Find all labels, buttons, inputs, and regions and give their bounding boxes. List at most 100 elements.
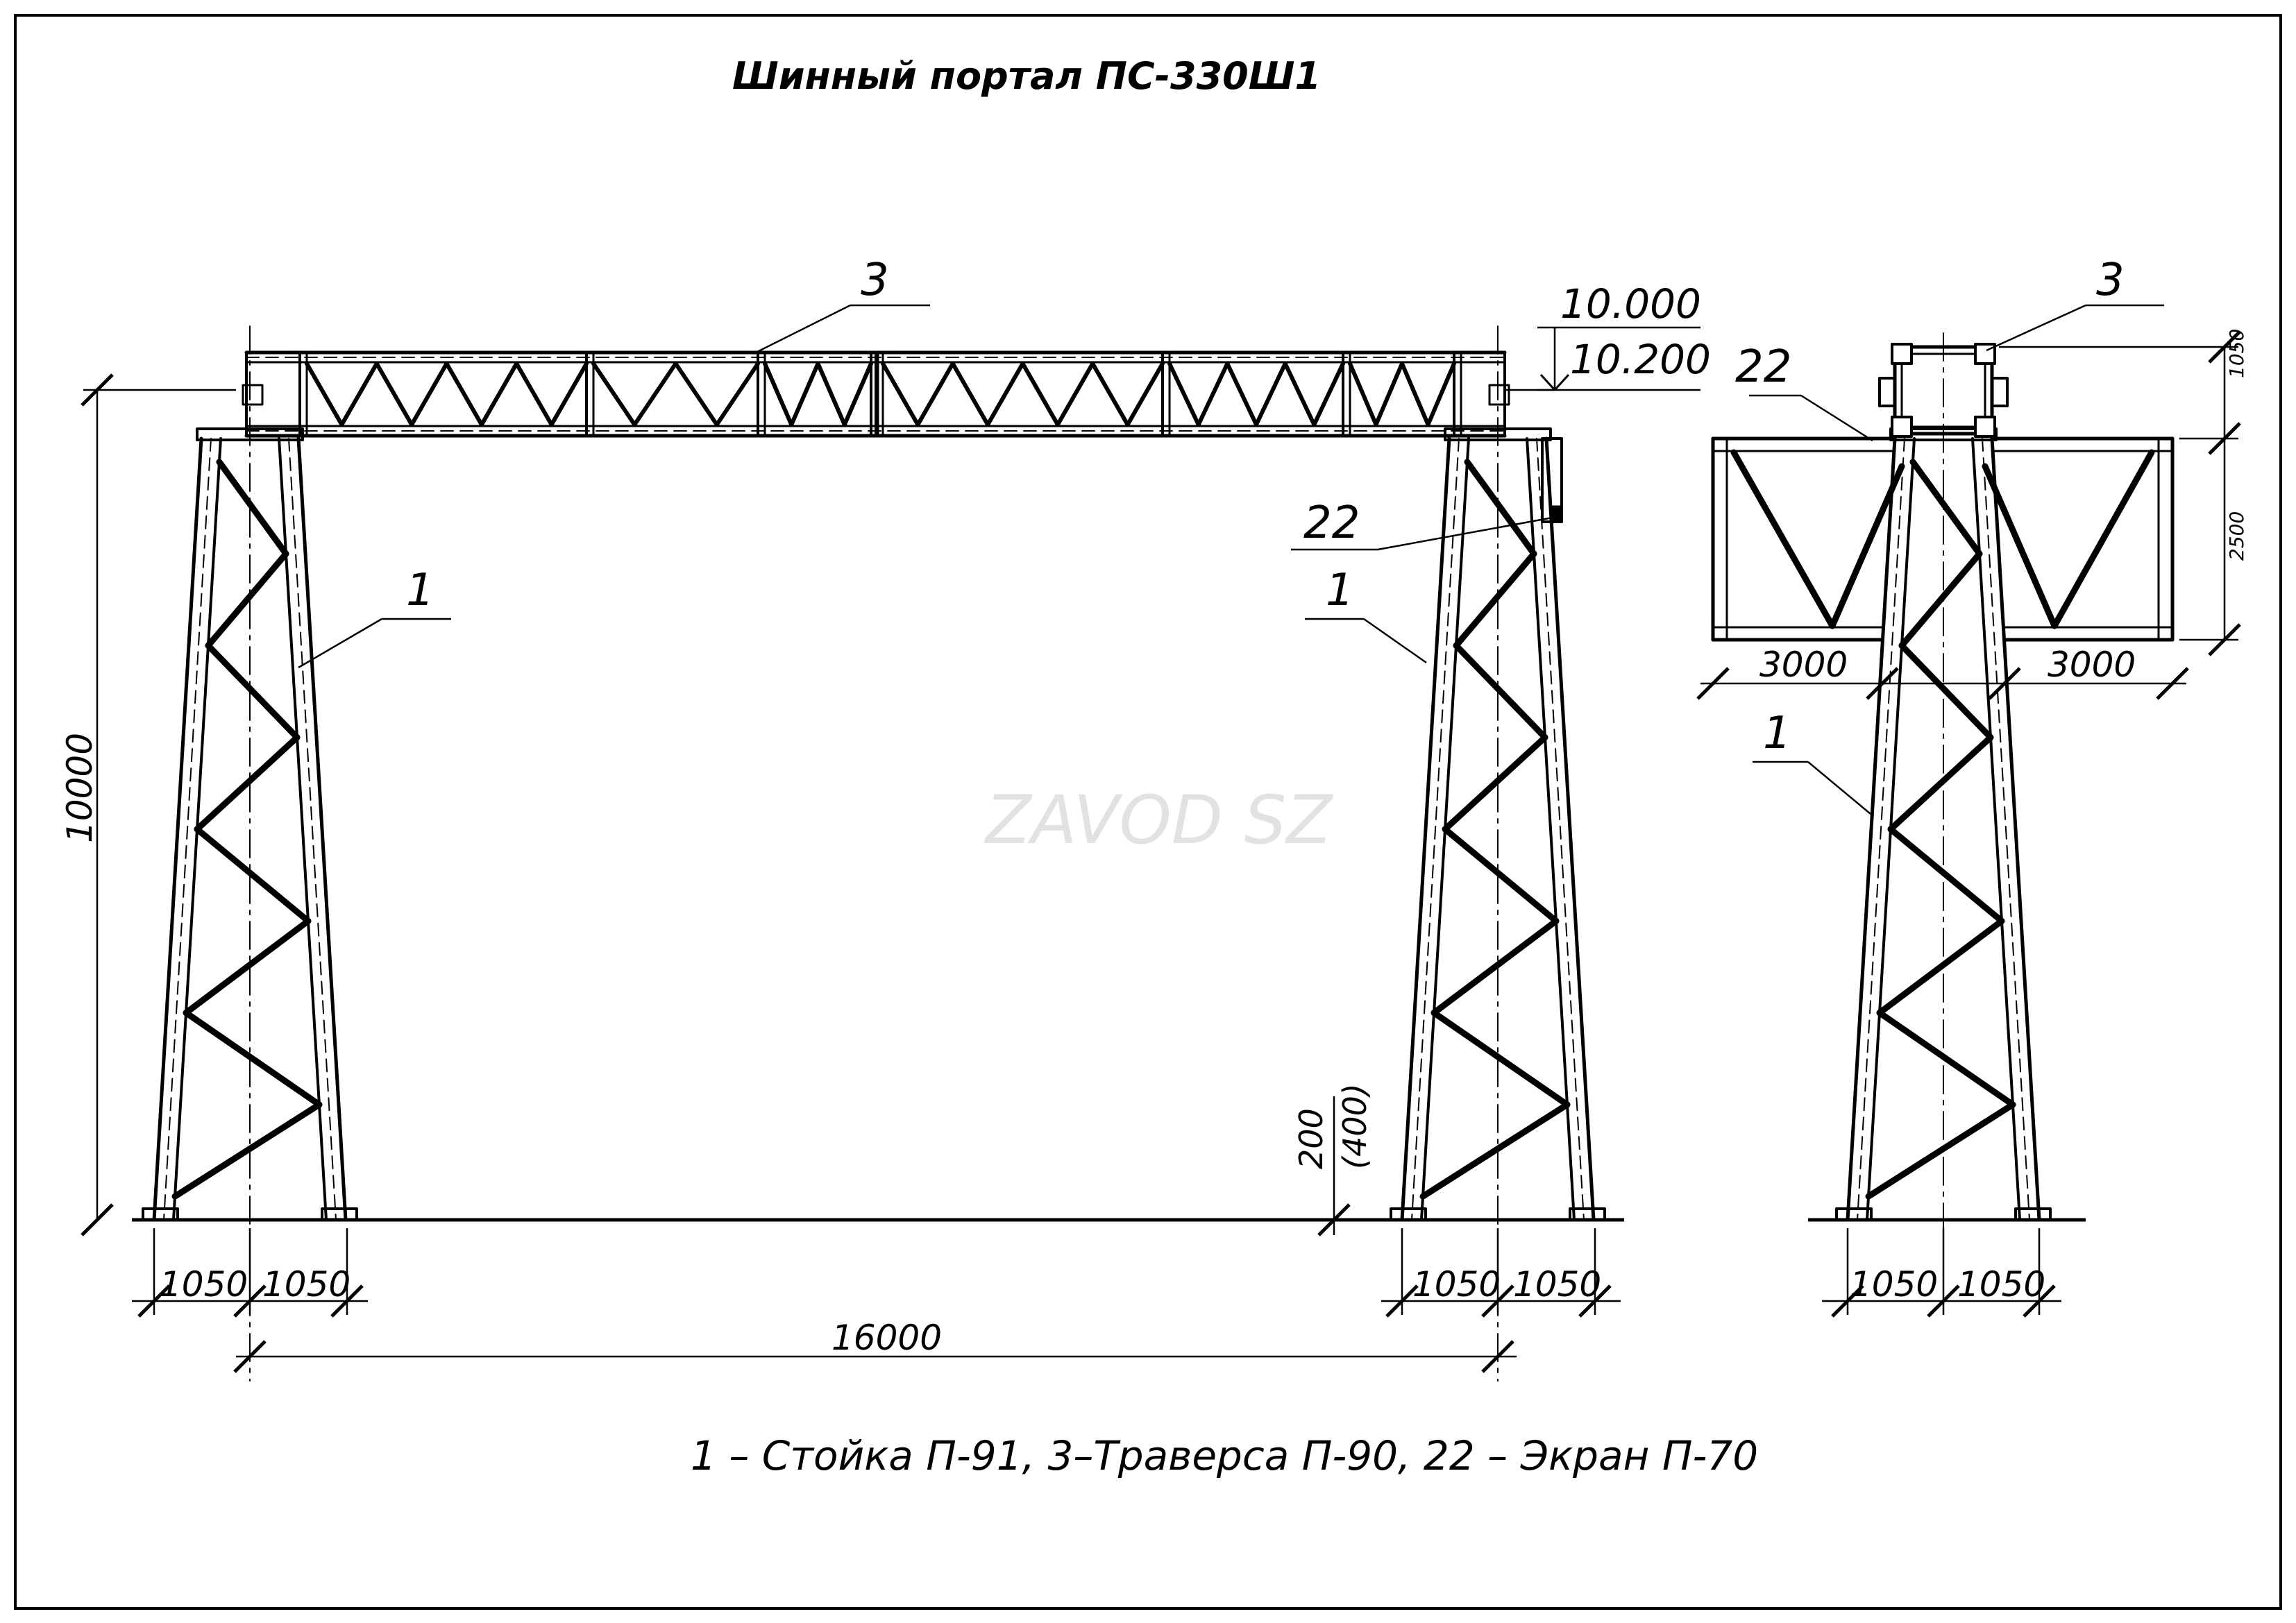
- tower-base-plate: [142, 1207, 179, 1221]
- traverse-side-lug: [1878, 377, 1896, 407]
- dim-side-screen-height: 2500: [2225, 511, 2248, 561]
- tower-brace-axis: [1868, 1103, 2014, 1198]
- tower-brace-axis: [185, 1012, 320, 1105]
- tower-brace-axis: [196, 736, 298, 830]
- callout-side-traverse: 3: [2096, 255, 2125, 306]
- side-screen: [1711, 436, 2175, 642]
- callout-front-left-post: 1: [406, 565, 434, 616]
- tower-brace-axis: [185, 920, 309, 1014]
- dim-tick: [1578, 1284, 1612, 1318]
- dim-tick: [233, 1340, 267, 1373]
- tower-brace-axis: [207, 553, 287, 647]
- dim-tick: [233, 1284, 267, 1318]
- side-post: [1835, 427, 2052, 1222]
- truss-diagonal: [986, 362, 1025, 427]
- legend-text: 1 – Стойка П-91, 3–Траверса П-90, 22 – Э…: [691, 1432, 1758, 1479]
- dim-tick: [1988, 667, 2021, 700]
- truss-diagonal: [549, 362, 589, 427]
- tower-brace-axis: [1890, 736, 1992, 830]
- right-post: [1390, 427, 1606, 1222]
- traverse-corner-angle: [1891, 416, 1913, 438]
- screen-diagonal: [1982, 463, 2058, 629]
- screen-diagonal: [2051, 449, 2155, 629]
- tower-leg-inner: [1971, 437, 2021, 1221]
- truss-diagonal: [1254, 362, 1288, 427]
- drawing-frame: [14, 14, 2282, 1610]
- tower-leg-inner: [278, 437, 328, 1221]
- truss-diagonal: [1400, 362, 1430, 427]
- dim-foundation-alt: (400): [1336, 1083, 1374, 1169]
- truss-diagonal: [1125, 362, 1165, 427]
- tower-brace-axis: [1444, 736, 1546, 830]
- dim-screen-left: 3000: [1759, 645, 1848, 685]
- tower-leg-axis: [1857, 438, 1905, 1221]
- dim-tick: [1866, 667, 1899, 700]
- tower-base-plate: [321, 1207, 358, 1221]
- truss-diagonal: [305, 362, 344, 427]
- dim-tick: [1317, 1203, 1351, 1237]
- tower-brace-axis: [218, 461, 287, 555]
- tower-base-plate: [1835, 1207, 1873, 1221]
- truss-diagonal: [915, 362, 955, 427]
- truss-diagonal: [1196, 362, 1230, 427]
- traverse-section-inner: [1900, 352, 1986, 428]
- dim-tick: [81, 1203, 114, 1237]
- dim-tick: [2023, 1284, 2056, 1318]
- tower-leg-axis: [288, 438, 337, 1221]
- truss-diagonal: [763, 362, 794, 427]
- tower-brace: [1887, 826, 2005, 924]
- tower-brace-axis: [1466, 461, 1535, 555]
- truss-diagonal: [816, 362, 847, 427]
- watermark: ZAVOD SZ: [984, 781, 1333, 859]
- truss-diagonal: [1374, 362, 1404, 427]
- dim-tick: [2208, 422, 2241, 455]
- callout-leaders: [298, 304, 2164, 815]
- truss-diagonal: [514, 362, 554, 427]
- truss-diagonal: [881, 362, 920, 427]
- tower-brace-axis: [1455, 645, 1546, 738]
- tower-brace-axis: [1900, 553, 1981, 647]
- truss-diagonal: [1090, 362, 1130, 427]
- truss-diagonal: [950, 362, 990, 427]
- tower-base-plate: [1390, 1207, 1427, 1221]
- dim-span: 16000: [832, 1318, 942, 1358]
- dim-base-right-b: 1050: [1513, 1264, 1601, 1305]
- truss-diagonal: [1348, 362, 1378, 427]
- elevation-arrow: [1539, 373, 1556, 391]
- truss-diagonal: [1225, 362, 1258, 427]
- dim-tick: [137, 1284, 171, 1318]
- tower-leg-outer: [1544, 436, 1596, 1222]
- callout-side-post: 1: [1763, 708, 1791, 759]
- tower-leg-outer: [1846, 436, 1897, 1222]
- traverse-side-lug: [1991, 377, 2009, 407]
- dim-tick: [81, 373, 114, 407]
- dim-base-left-a: 1050: [160, 1264, 248, 1305]
- screen-diagonal: [1730, 449, 1836, 629]
- dim-side-top: 1050: [2225, 329, 2248, 378]
- truss-diagonal: [1020, 362, 1060, 427]
- tower-brace-axis: [1433, 920, 1557, 1014]
- callout-front-right-post: 1: [1326, 565, 1354, 616]
- tower-leg-inner: [1526, 437, 1576, 1221]
- truss-diagonal: [1312, 362, 1345, 427]
- tower-leg-outer: [296, 436, 348, 1222]
- tower-base-plate: [1569, 1207, 1606, 1221]
- tower-brace-axis: [1900, 645, 1992, 738]
- dim-tick: [1385, 1284, 1419, 1318]
- callout-front-screen: 22: [1303, 498, 1360, 549]
- truss-diagonal: [632, 362, 678, 427]
- truss-diagonal: [410, 362, 449, 427]
- dim-tick: [2208, 330, 2241, 364]
- dimension-lines: [81, 326, 2241, 1373]
- tower-brace-axis: [174, 1103, 320, 1198]
- truss-diagonal: [591, 362, 637, 427]
- dim-base-side-b: 1050: [1957, 1264, 2045, 1305]
- tower-brace-axis: [1455, 553, 1535, 647]
- truss-diagonal: [1426, 362, 1456, 427]
- truss-diagonal: [444, 362, 484, 427]
- drawing-title: Шинный портал ПС-330Ш1: [732, 54, 1321, 98]
- tower-brace-axis: [207, 645, 298, 738]
- traverse-corner-angle: [1974, 416, 1996, 438]
- truss-diagonal: [714, 362, 760, 427]
